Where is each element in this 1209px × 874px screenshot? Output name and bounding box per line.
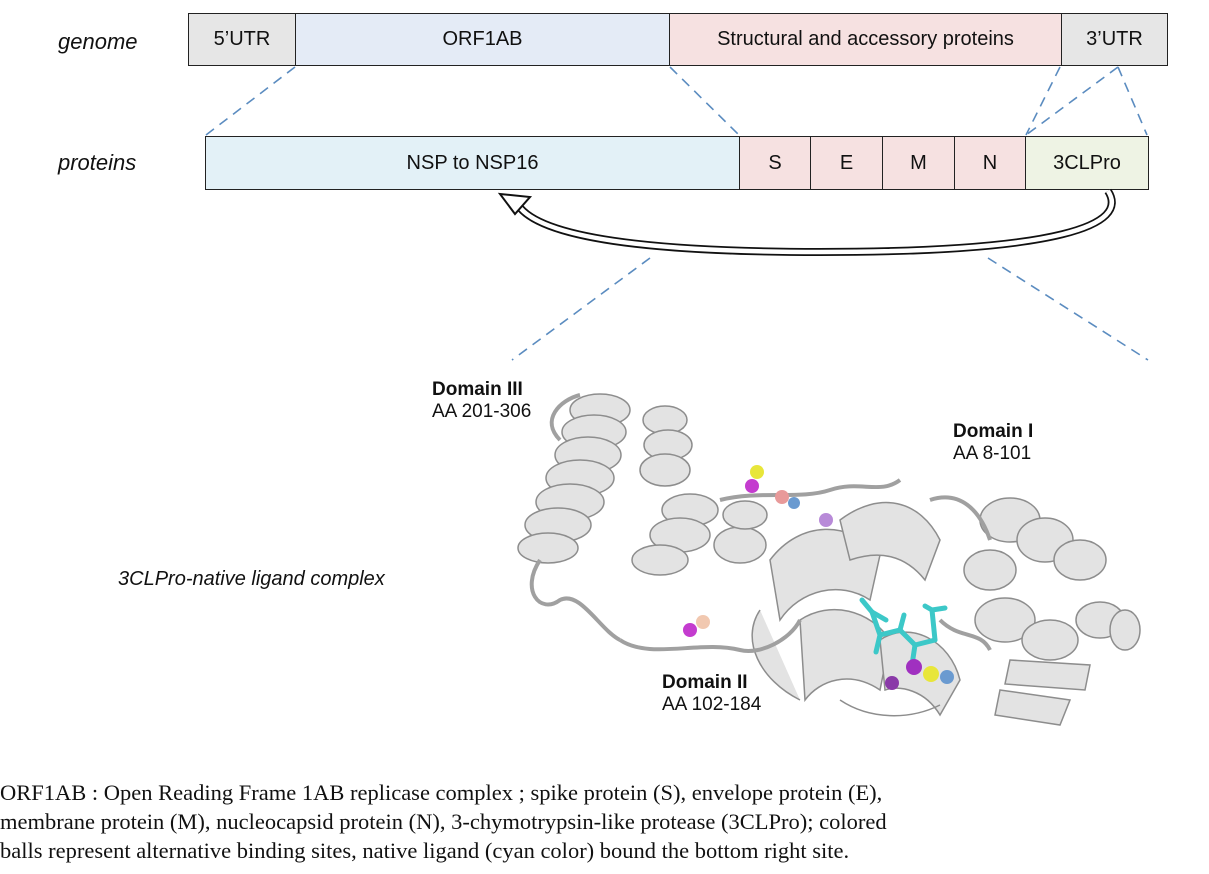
genome-segment-3utr: 3’UTR: [1061, 13, 1168, 66]
domain1-range: AA 8-101: [953, 443, 1032, 464]
protein-segment-e: E: [810, 136, 883, 190]
ball-blue: [788, 497, 800, 509]
cleavage-arrow: [497, 188, 1116, 257]
ball-purple-1: [906, 659, 922, 675]
binding-site-balls: [683, 465, 954, 690]
ball-yellow: [750, 465, 764, 479]
genome-segment-5utr: 5’UTR: [188, 13, 296, 66]
protein-structure-ribbon: [517, 393, 1141, 726]
genome-row-label: genome: [58, 29, 138, 54]
protein-segment-3clpro: 3CLPro: [1025, 136, 1149, 190]
caption-line-3: balls represent alternative binding site…: [0, 838, 850, 863]
domain3-label: Domain III AA 201-306: [432, 379, 531, 423]
domain1-title: Domain I: [953, 421, 1034, 442]
protein-segment-n: N: [954, 136, 1026, 190]
protein-segment-m: M: [882, 136, 955, 190]
domain2-title: Domain II: [662, 672, 748, 693]
dashed-connector-lines: [205, 66, 1149, 361]
domain1-helices: [963, 497, 1141, 726]
proteins-row-label: proteins: [58, 150, 137, 175]
ball-yellow-2: [923, 666, 939, 682]
ball-lavender: [819, 513, 833, 527]
domain2-range: AA 102-184: [662, 694, 762, 715]
domain2-label: Domain II AA 102-184: [662, 672, 761, 716]
ball-peach: [696, 615, 710, 629]
domain3-helices: [517, 393, 768, 576]
protein-segment-nsp: NSP to NSP16: [205, 136, 740, 190]
domain3-title: Domain III: [432, 379, 523, 400]
genome-segment-structural: Structural and accessory proteins: [669, 13, 1062, 66]
complex-label: 3CLPro-native ligand complex: [118, 568, 385, 590]
loops: [529, 393, 992, 653]
ball-magenta-2: [683, 623, 697, 637]
figure-caption: ORF1AB : Open Reading Frame 1AB replicas…: [0, 778, 1205, 865]
native-ligand: [859, 597, 948, 668]
ball-pink: [775, 490, 789, 504]
genome-segment-orf1ab: ORF1AB: [295, 13, 670, 66]
domain3-range: AA 201-306: [432, 401, 532, 422]
domain1-label: Domain I AA 8-101: [953, 421, 1033, 465]
ball-purple-2: [885, 676, 899, 690]
ball-magenta: [745, 479, 759, 493]
caption-line-1: ORF1AB : Open Reading Frame 1AB replicas…: [0, 780, 883, 805]
caption-line-2: membrane protein (M), nucleocapsid prote…: [0, 809, 887, 834]
protein-segment-s: S: [739, 136, 811, 190]
ball-blue-2: [940, 670, 954, 684]
domain2-sheets: [751, 501, 961, 717]
